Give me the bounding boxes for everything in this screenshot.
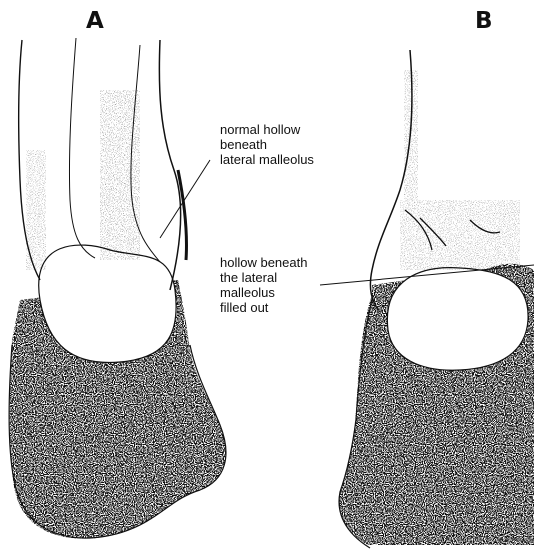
annotation-filled-hollow: hollow beneath the lateral malleolus fil… <box>220 255 307 315</box>
annotation-filled-line-4: filled out <box>220 300 307 315</box>
annotation-filled-line-2: the lateral <box>220 270 307 285</box>
ankle-a <box>0 38 240 550</box>
annotation-normal-line-2: beneath <box>220 137 314 152</box>
panel-label-a: A <box>86 8 104 34</box>
ankle-b <box>330 50 534 550</box>
annotation-filled-line-1: hollow beneath <box>220 255 307 270</box>
annotation-normal-line-3: lateral malleolus <box>220 152 314 167</box>
annotation-normal-line-1: normal hollow <box>220 122 314 137</box>
annotation-filled-line-3: malleolus <box>220 285 307 300</box>
panel-label-b: B <box>475 8 493 34</box>
annotation-normal-hollow: normal hollow beneath lateral malleolus <box>220 122 314 167</box>
